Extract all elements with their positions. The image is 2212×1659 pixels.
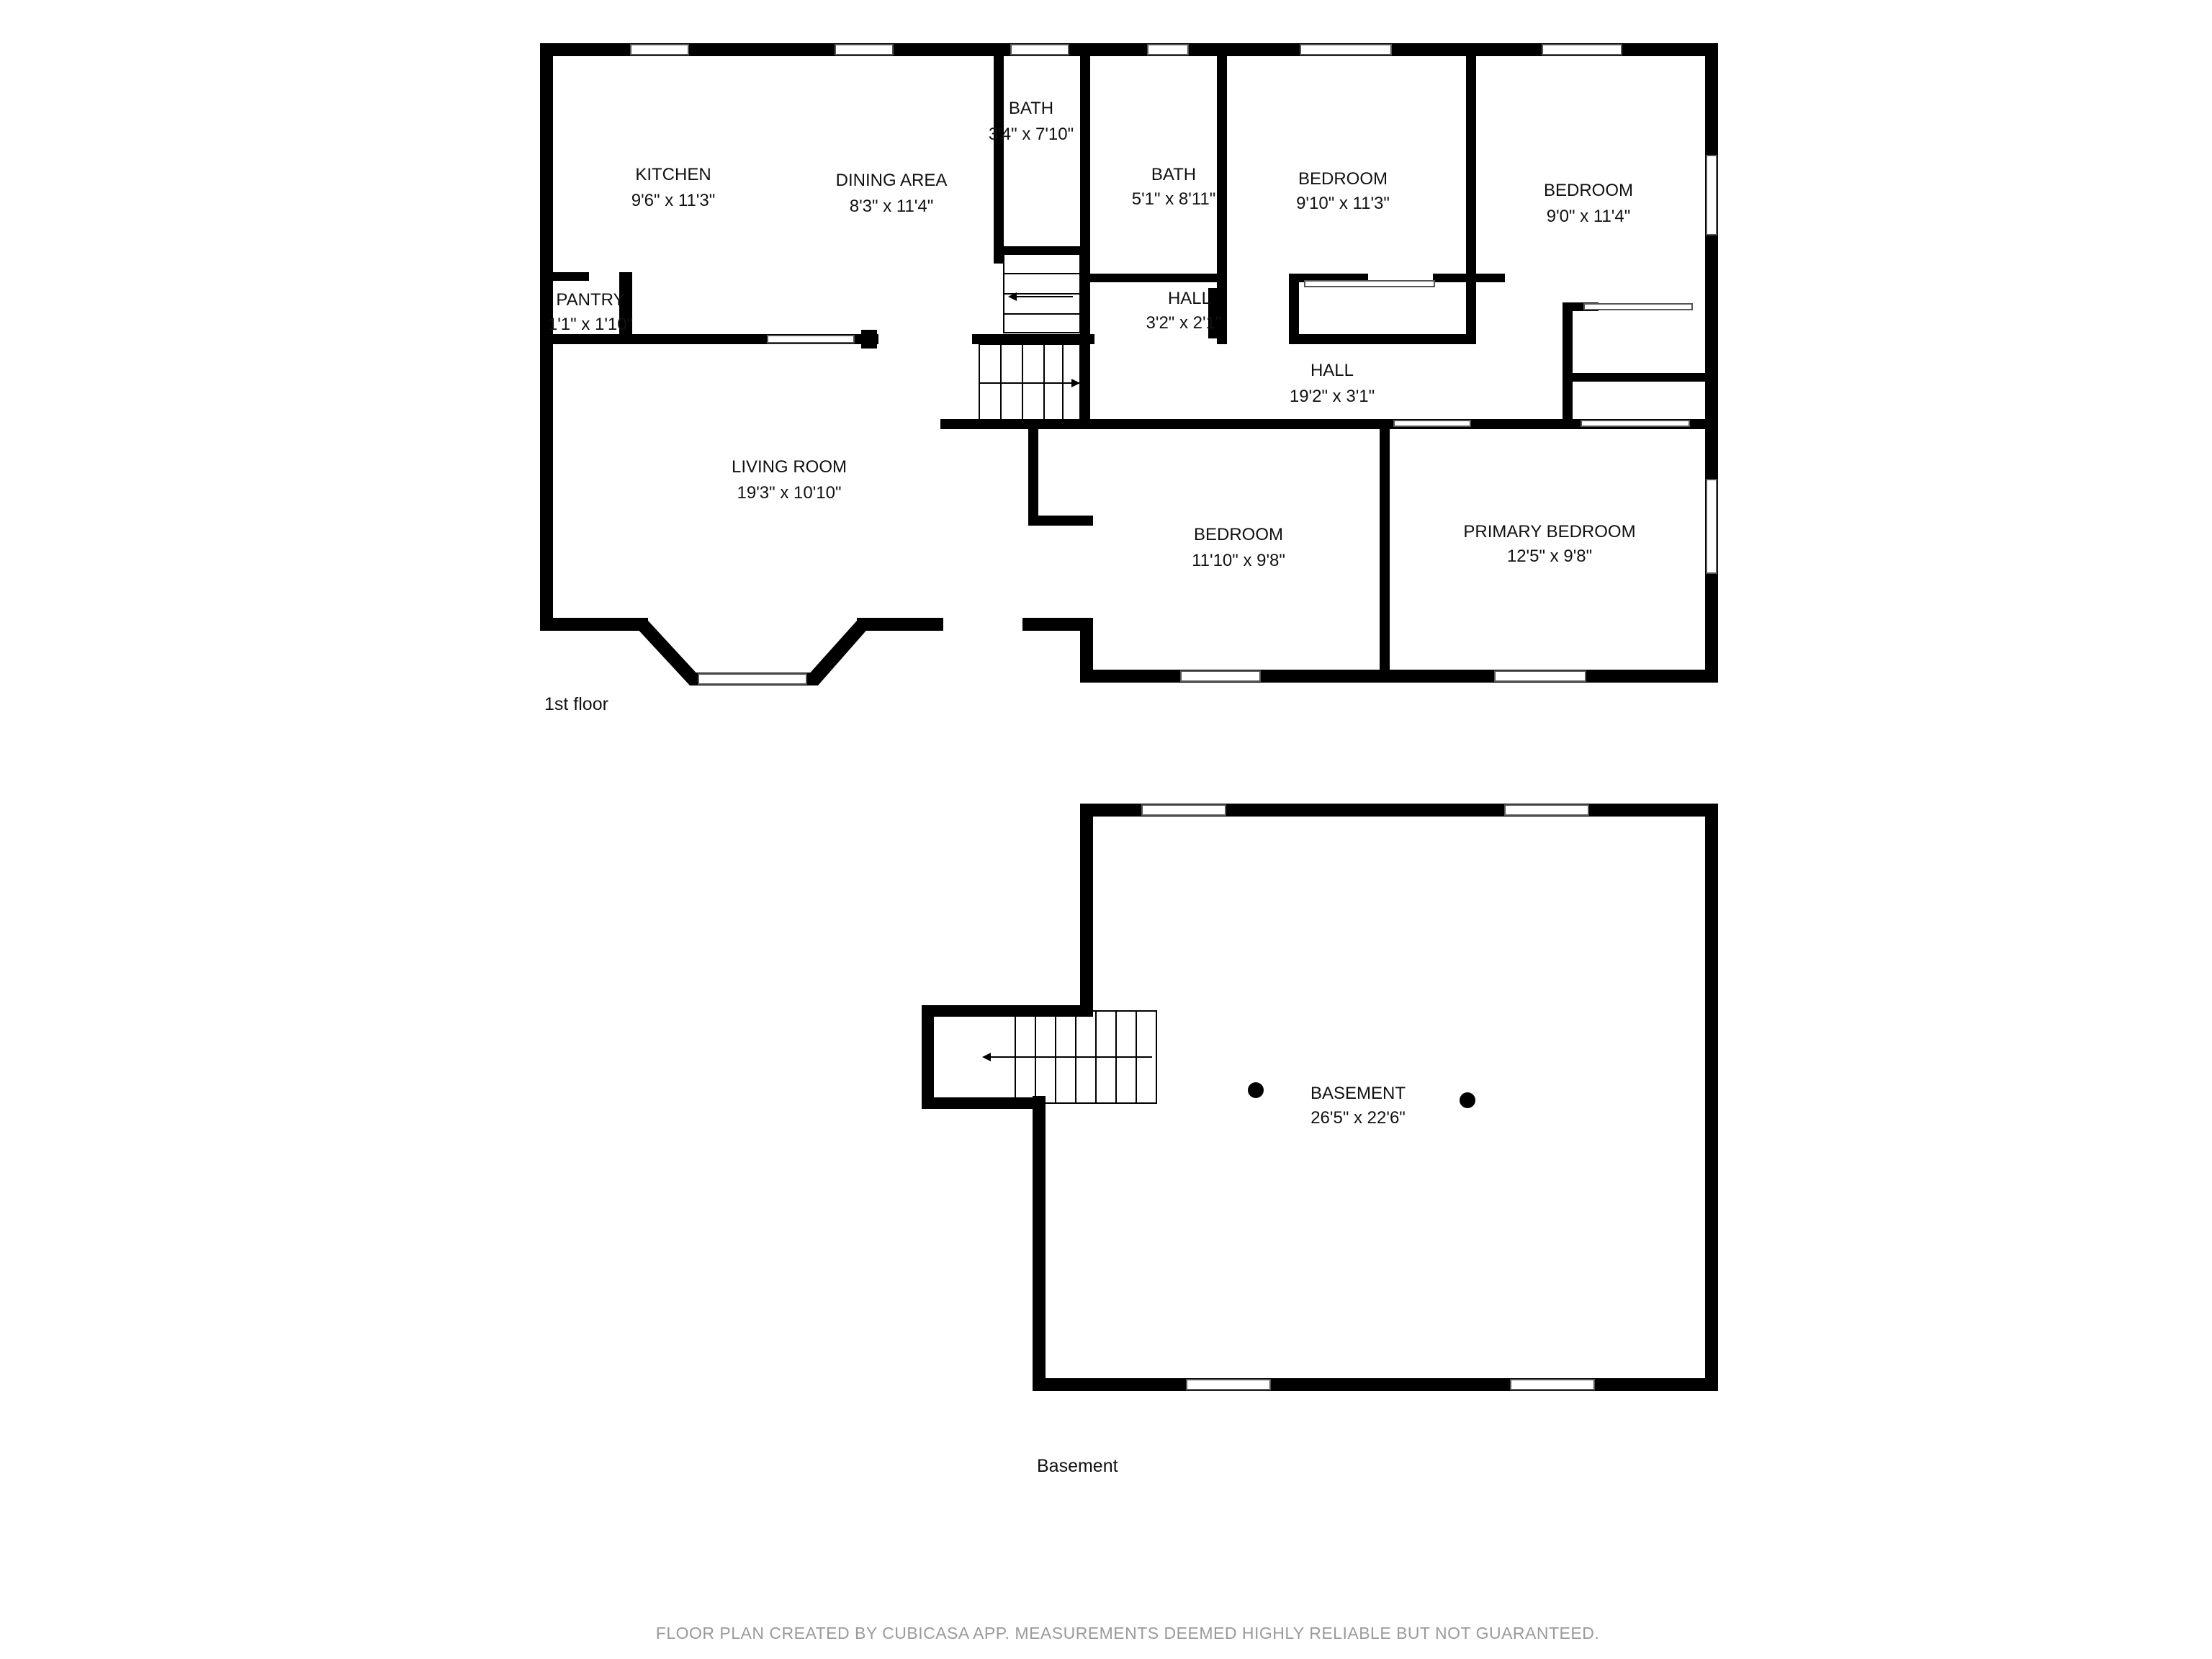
room-dimensions: 9'10" x 11'3" (1296, 194, 1390, 213)
floor-label-basement: Basement (1037, 1456, 1118, 1476)
room-dimensions: 1'1" x 1'10" (548, 315, 633, 334)
first-floor-interior-walls (540, 50, 1718, 675)
room-dimensions: 9'6" x 11'3" (631, 191, 716, 210)
primary-bedroom-label: PRIMARY BEDROOM 12'5" x 9'8" (1463, 522, 1635, 566)
first-floor-stairs (979, 253, 1081, 421)
bedroom-top-left-label: BEDROOM 9'10" x 11'3" (1296, 169, 1390, 213)
bath-label: BATH 5'1" x 8'11" (1132, 165, 1216, 209)
support-column (1460, 1092, 1475, 1108)
room-dimensions: 3'2" x 2'1" (1146, 313, 1222, 333)
hall-label: HALL 19'2" x 3'1" (1290, 361, 1375, 406)
room-dimensions: 11'10" x 9'8" (1192, 551, 1285, 570)
room-name: BEDROOM (1298, 169, 1388, 189)
room-name: LIVING ROOM (732, 457, 847, 477)
basement-room-label: BASEMENT 26'5" x 22'6" (1310, 1084, 1406, 1128)
basement-plan: BASEMENT 26'5" x 22'6" Basement (922, 804, 1718, 1476)
hall-small-label: HALL 3'2" x 2'1" (1146, 289, 1222, 333)
floor-label-first-floor: 1st floor (544, 694, 608, 714)
room-dimensions: 26'5" x 22'6" (1310, 1108, 1406, 1128)
room-name: PRIMARY BEDROOM (1463, 522, 1635, 541)
basement-stairs (932, 1010, 1157, 1104)
room-name: PANTRY (556, 290, 624, 310)
room-name: HALL (1168, 289, 1211, 308)
basement-windows (1141, 804, 1595, 1390)
dining-area-label: DINING AREA 8'3" x 11'4" (836, 171, 948, 216)
room-dimensions: 8'3" x 11'4" (850, 197, 934, 216)
room-name: HALL (1310, 361, 1354, 380)
room-dimensions: 19'3" x 10'10" (737, 483, 842, 503)
support-column (1248, 1082, 1264, 1098)
kitchen-label: KITCHEN 9'6" x 11'3" (631, 165, 716, 210)
room-name: BASEMENT (1310, 1084, 1406, 1103)
room-name: BEDROOM (1544, 181, 1633, 200)
bedroom-top-right-label: BEDROOM 9'0" x 11'4" (1544, 181, 1633, 226)
first-floor-outer-walls (540, 43, 1718, 685)
living-room-label: LIVING ROOM 19'3" x 10'10" (732, 457, 847, 503)
room-name: BATH (1009, 99, 1053, 118)
first-floor-plan: KITCHEN 9'6" x 11'3" DINING AREA 8'3" x … (540, 43, 1718, 714)
room-dimensions: 3'4" x 7'10" (989, 125, 1074, 144)
first-floor-windows (630, 44, 1717, 685)
room-name: BEDROOM (1194, 525, 1283, 544)
bath-small-label: BATH 3'4" x 7'10" (989, 99, 1074, 144)
room-name: BATH (1151, 165, 1196, 184)
room-dimensions: 12'5" x 9'8" (1507, 547, 1592, 566)
footer-disclaimer: FLOOR PLAN CREATED BY CUBICASA APP. MEAS… (656, 1624, 1599, 1642)
room-dimensions: 5'1" x 8'11" (1132, 189, 1216, 209)
bedroom-bottom-label: BEDROOM 11'10" x 9'8" (1192, 525, 1285, 570)
room-name: DINING AREA (836, 171, 948, 190)
pantry-label: PANTRY 1'1" x 1'10" (548, 290, 633, 334)
room-dimensions: 9'0" x 11'4" (1547, 207, 1631, 226)
room-name: KITCHEN (635, 165, 711, 184)
room-dimensions: 19'2" x 3'1" (1290, 387, 1375, 406)
